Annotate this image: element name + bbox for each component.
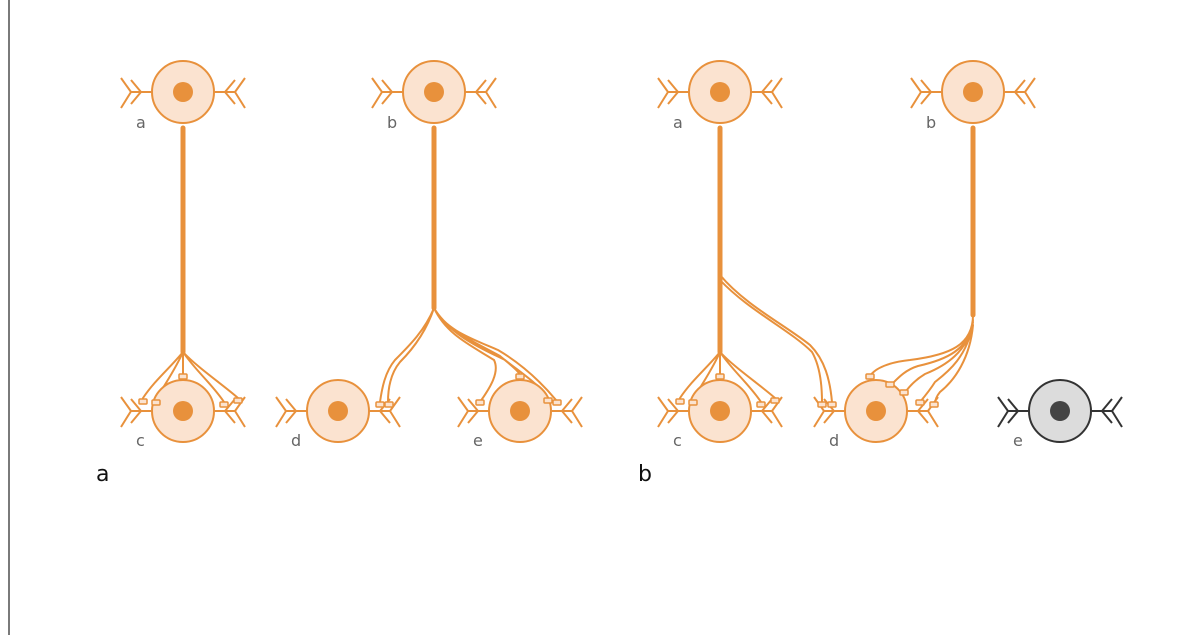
panel-label: b — [638, 462, 652, 487]
axon-b-to-d — [379, 307, 435, 403]
neuron-e-dendrites — [457, 396, 583, 428]
neuron-b-dendrites — [910, 77, 1036, 109]
synaptic-boutons — [375, 401, 394, 408]
neuron-e-bottom-left: e — [457, 373, 583, 450]
panel-label: a — [96, 462, 109, 487]
neuron-e-dendrites — [997, 396, 1123, 428]
neuron-b-nucleus — [424, 82, 444, 102]
axon-b-to-d — [869, 314, 974, 405]
neuron-d-nucleus — [328, 401, 348, 421]
axon-a-to-c-branches — [142, 351, 239, 403]
neuron-e-inactive: e — [997, 379, 1123, 450]
neuron-c-bottom-left: c — [120, 373, 246, 450]
panel-b-axons — [679, 125, 976, 405]
cell-label: e — [1013, 431, 1023, 450]
neuron-c-dendrites — [120, 396, 246, 428]
panel-a: a b c — [96, 60, 583, 487]
axon-a-to-d — [719, 274, 833, 403]
neuron-a-dendrites — [657, 77, 783, 109]
neuron-c-nucleus — [173, 401, 193, 421]
neuron-a-nucleus — [710, 82, 730, 102]
cell-label: d — [829, 431, 839, 450]
neuron-b-dendrites — [371, 77, 497, 109]
cell-label: a — [673, 113, 683, 132]
cell-label: b — [387, 113, 397, 132]
cell-label: c — [673, 431, 682, 450]
neuron-d-nucleus — [866, 401, 886, 421]
synaptic-boutons — [138, 373, 243, 408]
neuron-a-dendrites — [120, 77, 246, 109]
synaptic-boutons — [475, 373, 562, 406]
cell-label: a — [136, 113, 146, 132]
synaptic-boutons — [675, 373, 780, 408]
cell-label: c — [136, 431, 145, 450]
panel-a-axons — [142, 125, 557, 403]
neuron-e-nucleus — [1050, 401, 1070, 421]
panel-b: a b c — [638, 60, 1123, 487]
neuron-a-top-right: a — [657, 60, 783, 132]
neuron-d-bottom-left: d — [275, 379, 401, 450]
neuron-c-dendrites — [657, 396, 783, 428]
neuron-c-nucleus — [710, 401, 730, 421]
cell-label: b — [926, 113, 936, 132]
neuron-d-bottom-right: d — [813, 373, 939, 450]
neuron-b-top-left: b — [371, 60, 497, 132]
neuron-a-top-left: a — [120, 60, 246, 132]
axon-a-to-c-branches — [679, 351, 776, 403]
neuron-b-nucleus — [963, 82, 983, 102]
cell-label: d — [291, 431, 301, 450]
cell-label: e — [473, 431, 483, 450]
neuron-a-nucleus — [173, 82, 193, 102]
synaptic-boutons — [817, 373, 939, 408]
neuron-e-nucleus — [510, 401, 530, 421]
axon-b-to-e — [433, 307, 557, 403]
neuron-c-bottom-right: c — [657, 373, 783, 450]
neuron-b-top-right: b — [910, 60, 1036, 132]
